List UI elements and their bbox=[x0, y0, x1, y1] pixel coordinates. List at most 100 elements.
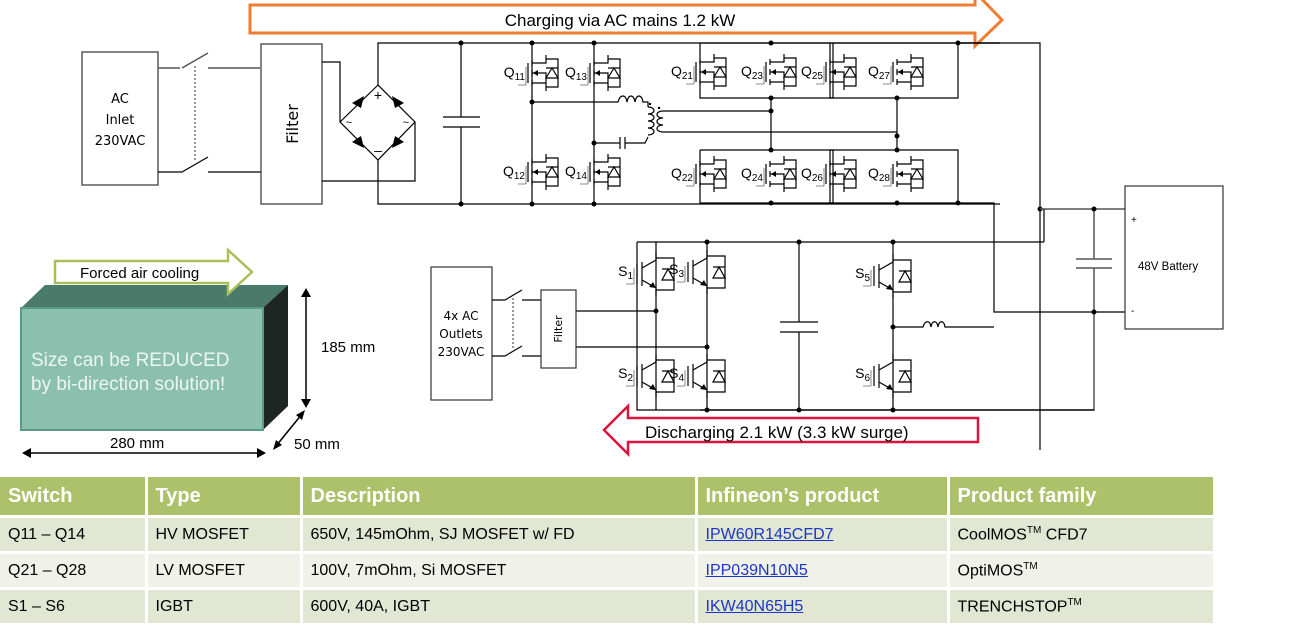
secondary-full-bridge bbox=[699, 40, 1125, 450]
enclosure-front-face bbox=[20, 307, 264, 431]
mosfet-q28: Q28 bbox=[868, 156, 925, 192]
header-type: Type bbox=[144, 477, 303, 517]
enclosure-note-line1: Size can be REDUCED bbox=[31, 350, 230, 371]
dc-link-capacitor-top bbox=[443, 40, 480, 207]
header-switch: Switch bbox=[0, 477, 148, 517]
enclosure-note-line2: by bi-direction solution! bbox=[31, 374, 225, 395]
header-product: Infineon’s product bbox=[694, 477, 950, 517]
ac-outlets-line3: 230VAC bbox=[438, 345, 485, 359]
height-dimension: 185 mm bbox=[301, 288, 375, 408]
battery-block bbox=[1124, 185, 1224, 330]
trademark-mark: TM bbox=[1026, 524, 1042, 536]
battery-section: + 48V Battery - bbox=[700, 185, 1224, 411]
mosfet-q12: Q12 bbox=[503, 154, 560, 190]
cell-family: OptiMOSTM bbox=[946, 551, 1216, 589]
cell-description: 600V, 40A, IGBT bbox=[299, 587, 698, 623]
switch-label: S3 bbox=[669, 261, 684, 280]
switch-label: S6 bbox=[855, 365, 870, 384]
filter-block-top: Filter bbox=[260, 43, 323, 205]
product-link[interactable]: IKW40N65H5 bbox=[705, 597, 804, 615]
cell-description: 650V, 145mOhm, SJ MOSFET w/ FD bbox=[299, 515, 698, 553]
width-dimension: 280 mm bbox=[22, 435, 266, 458]
ac-inlet-line3: 230VAC bbox=[95, 134, 146, 149]
mosfet-q14: Q14 bbox=[565, 154, 622, 190]
discharging-arrow: Discharging 2.1 kW (3.3 kW surge) bbox=[602, 402, 980, 458]
charging-arrow: Charging via AC mains 1.2 kW bbox=[248, 0, 1005, 50]
switch-label: Q23 bbox=[741, 63, 763, 82]
switch-label: Q27 bbox=[868, 63, 890, 82]
inverter-section bbox=[576, 209, 1094, 413]
mosfet-q26: Q26 bbox=[801, 156, 858, 192]
switch-label: Q14 bbox=[565, 163, 587, 182]
depth-dimension: 50 mm bbox=[273, 410, 340, 453]
cell-product: IKW40N65H5 bbox=[694, 587, 950, 623]
switch-label: Q12 bbox=[503, 163, 525, 182]
mosfet-q11: Q11 bbox=[504, 55, 560, 91]
product-link[interactable]: IPW60R145CFD7 bbox=[705, 525, 834, 543]
width-label: 280 mm bbox=[110, 435, 164, 452]
switch-label: Q24 bbox=[741, 165, 763, 184]
family-suffix: CFD7 bbox=[1041, 526, 1088, 544]
switch-label: S5 bbox=[855, 265, 870, 284]
ac-inlet-line1: AC bbox=[111, 92, 129, 107]
header-description: Description bbox=[299, 477, 698, 517]
mosfet-q21: Q21 bbox=[671, 54, 728, 90]
switch-label: Q11 bbox=[504, 64, 526, 83]
mosfet-q22: Q22 bbox=[671, 156, 728, 192]
trademark-mark: TM bbox=[1067, 596, 1082, 608]
mosfet-q24: Q24 bbox=[741, 156, 798, 192]
igbt-s1: S1 bbox=[618, 252, 676, 296]
switch-label: Q22 bbox=[671, 165, 693, 184]
switch-label: Q13 bbox=[565, 64, 587, 83]
trademark-mark: TM bbox=[1023, 560, 1038, 572]
igbt-s6: S6 bbox=[855, 354, 913, 398]
cooling-arrow bbox=[53, 247, 254, 297]
enclosure-top-face bbox=[21, 285, 288, 308]
family-name: TRENCHSTOP bbox=[957, 598, 1068, 616]
cooling-label: Forced air cooling bbox=[80, 265, 199, 282]
switch-label: S1 bbox=[618, 263, 633, 282]
mosfet-q13: Q13 bbox=[565, 55, 622, 91]
primary-full-bridge bbox=[529, 40, 858, 207]
battery-plus: + bbox=[1131, 215, 1137, 226]
ac-outlets-line2: Outlets bbox=[439, 327, 482, 341]
svg-text:~: ~ bbox=[346, 117, 352, 129]
charging-label: Charging via AC mains 1.2 kW bbox=[505, 11, 736, 30]
enclosure-3d: Size can be REDUCED by bi-direction solu… bbox=[20, 247, 375, 458]
igbt-s4: S4 bbox=[669, 354, 727, 398]
ac-inlet-line2: Inlet bbox=[106, 113, 135, 128]
filter-bottom-label: Filter bbox=[552, 315, 565, 343]
enclosure-side-face bbox=[263, 285, 288, 430]
switch-label: S4 bbox=[669, 365, 684, 384]
filter-top-label: Filter bbox=[283, 104, 302, 144]
svg-text:+: + bbox=[374, 87, 382, 103]
depth-label: 50 mm bbox=[294, 436, 340, 453]
product-link[interactable]: IPP039N10N5 bbox=[705, 561, 808, 579]
mosfet-q25: Q25 bbox=[801, 54, 858, 90]
battery-minus: - bbox=[1131, 306, 1134, 317]
svg-text:–: – bbox=[374, 142, 382, 158]
cell-switch: Q11 – Q14 bbox=[0, 515, 148, 553]
table-header-row: Switch Type Description Infineon’s produ… bbox=[0, 477, 1216, 517]
cell-type: HV MOSFET bbox=[144, 515, 303, 553]
circuit-diagram: Charging via AC mains 1.2 kW AC Inlet 23… bbox=[20, 0, 1224, 458]
relay-switch-top bbox=[158, 52, 262, 173]
switch-label: S2 bbox=[618, 365, 633, 384]
battery-label: 48V Battery bbox=[1138, 261, 1198, 273]
igbt-s2: S2 bbox=[618, 354, 676, 398]
family-name: OptiMOS bbox=[957, 562, 1024, 580]
height-label: 185 mm bbox=[321, 339, 375, 356]
discharging-label: Discharging 2.1 kW (3.3 kW surge) bbox=[645, 423, 909, 442]
igbt-s3: S3 bbox=[669, 250, 727, 294]
filter-block-bottom bbox=[540, 289, 577, 369]
switch-label: Q28 bbox=[868, 165, 890, 184]
cell-product: IPP039N10N5 bbox=[694, 551, 950, 589]
switch-label: Q25 bbox=[801, 63, 823, 82]
cell-type: LV MOSFET bbox=[144, 551, 303, 589]
cell-product: IPW60R145CFD7 bbox=[694, 515, 950, 553]
switch-spec-table: Switch Type Description Infineon’s produ… bbox=[0, 477, 1216, 623]
switch-label: Q26 bbox=[801, 165, 823, 184]
